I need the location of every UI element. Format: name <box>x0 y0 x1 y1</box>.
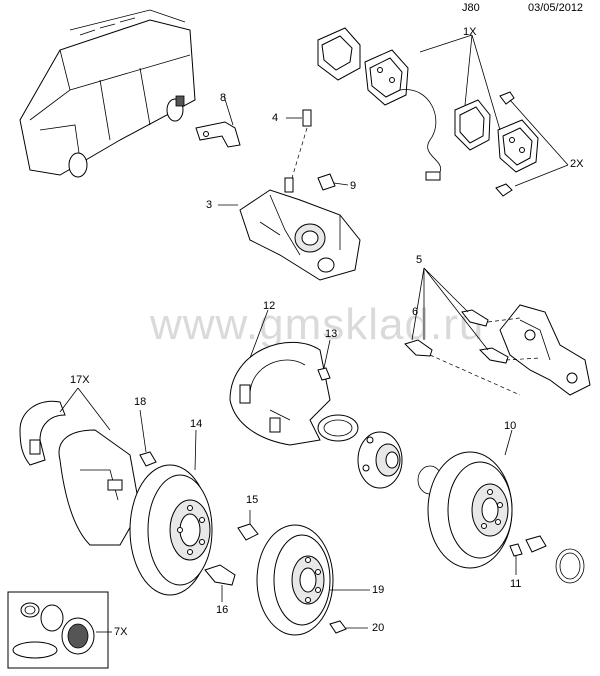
rear-backing-plate <box>58 429 141 546</box>
callout-12: 12 <box>263 300 276 312</box>
part-17x-shoe-kit <box>19 400 66 466</box>
dust-seal-ring <box>555 548 585 584</box>
callout-4: 4 <box>272 112 279 124</box>
part-2x-pad-clips <box>495 91 515 197</box>
part-14-brake-disc <box>129 464 213 596</box>
bearing-seal-ring <box>317 414 359 442</box>
part-20-screw <box>329 620 347 634</box>
wheel-hub-bearing <box>357 431 403 489</box>
part-7x-kit-inset <box>7 591 109 669</box>
callout-7x: 7X <box>114 626 128 638</box>
part-16-wheel-bolt <box>204 564 236 586</box>
callout-14: 14 <box>190 418 203 430</box>
part-15-screw <box>237 523 259 541</box>
callout-11: 11 <box>510 578 522 590</box>
part-18-bolt <box>139 451 157 467</box>
part-5-carrier-bolts <box>461 309 541 364</box>
part-9-clip <box>317 173 336 191</box>
part-5-caliper-carrier <box>499 304 591 396</box>
hub-nut <box>525 535 547 553</box>
callout-16: 16 <box>216 604 229 616</box>
callout-13: 13 <box>325 328 338 340</box>
part-4-bleeder-screw <box>291 109 312 179</box>
part-6-leader-dashed <box>429 354 521 396</box>
part-12-backing-plate <box>229 341 331 446</box>
callout-3: 3 <box>206 199 213 211</box>
part-1x-brake-pads-upper <box>317 27 409 106</box>
van-illustration <box>19 9 196 178</box>
callout-18: 18 <box>134 396 147 408</box>
callout-17x: 17X <box>70 374 90 386</box>
part-1x-brake-pads-lower <box>454 99 539 173</box>
callout-8: 8 <box>220 92 227 104</box>
part-11-bolt <box>509 543 523 557</box>
part-10-brake-disc <box>427 451 513 569</box>
wear-sensor-cable <box>399 89 441 173</box>
callout-1x: 1X <box>463 26 477 38</box>
part-19-brake-disc <box>256 524 334 636</box>
callout-20: 20 <box>372 622 385 634</box>
watermark: www.gmsklad.ru <box>150 300 485 349</box>
part-8-bracket <box>195 111 241 148</box>
callout-10: 10 <box>504 420 517 432</box>
diagram-date: 03/05/2012 <box>528 2 584 14</box>
callout-9: 9 <box>350 180 357 192</box>
leader-lines <box>59 34 569 633</box>
diagram-code: J80 <box>462 2 480 14</box>
callout-2x: 2X <box>570 158 584 170</box>
callout-19: 19 <box>372 584 385 596</box>
part-13-bolt <box>317 367 331 381</box>
callout-15: 15 <box>246 494 259 506</box>
callout-5: 5 <box>416 254 423 266</box>
part-3-brake-caliper <box>239 177 361 281</box>
wear-sensor-plug <box>425 171 441 181</box>
part-6-bolt <box>404 339 433 357</box>
callout-6: 6 <box>412 306 419 318</box>
